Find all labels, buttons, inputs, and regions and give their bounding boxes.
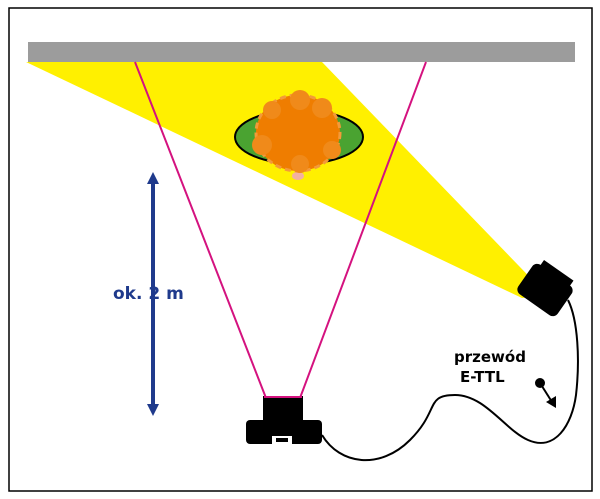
cable-label-line1: przewód	[454, 348, 526, 366]
flash-light-beam	[26, 62, 548, 298]
distance-label: ok. 2 m	[113, 284, 184, 304]
cable-label-line2: E-TTL	[460, 368, 505, 386]
camera-view-line-right	[299, 61, 427, 399]
e-ttl-cable	[321, 299, 579, 462]
flash-head-icon	[517, 260, 574, 317]
camera-icon	[246, 396, 322, 444]
diagram-frame	[8, 7, 593, 492]
camera-view-line-left	[134, 61, 267, 399]
cable-label-pointer-icon	[535, 378, 556, 408]
food-icon	[252, 90, 342, 180]
ceiling	[28, 42, 575, 62]
